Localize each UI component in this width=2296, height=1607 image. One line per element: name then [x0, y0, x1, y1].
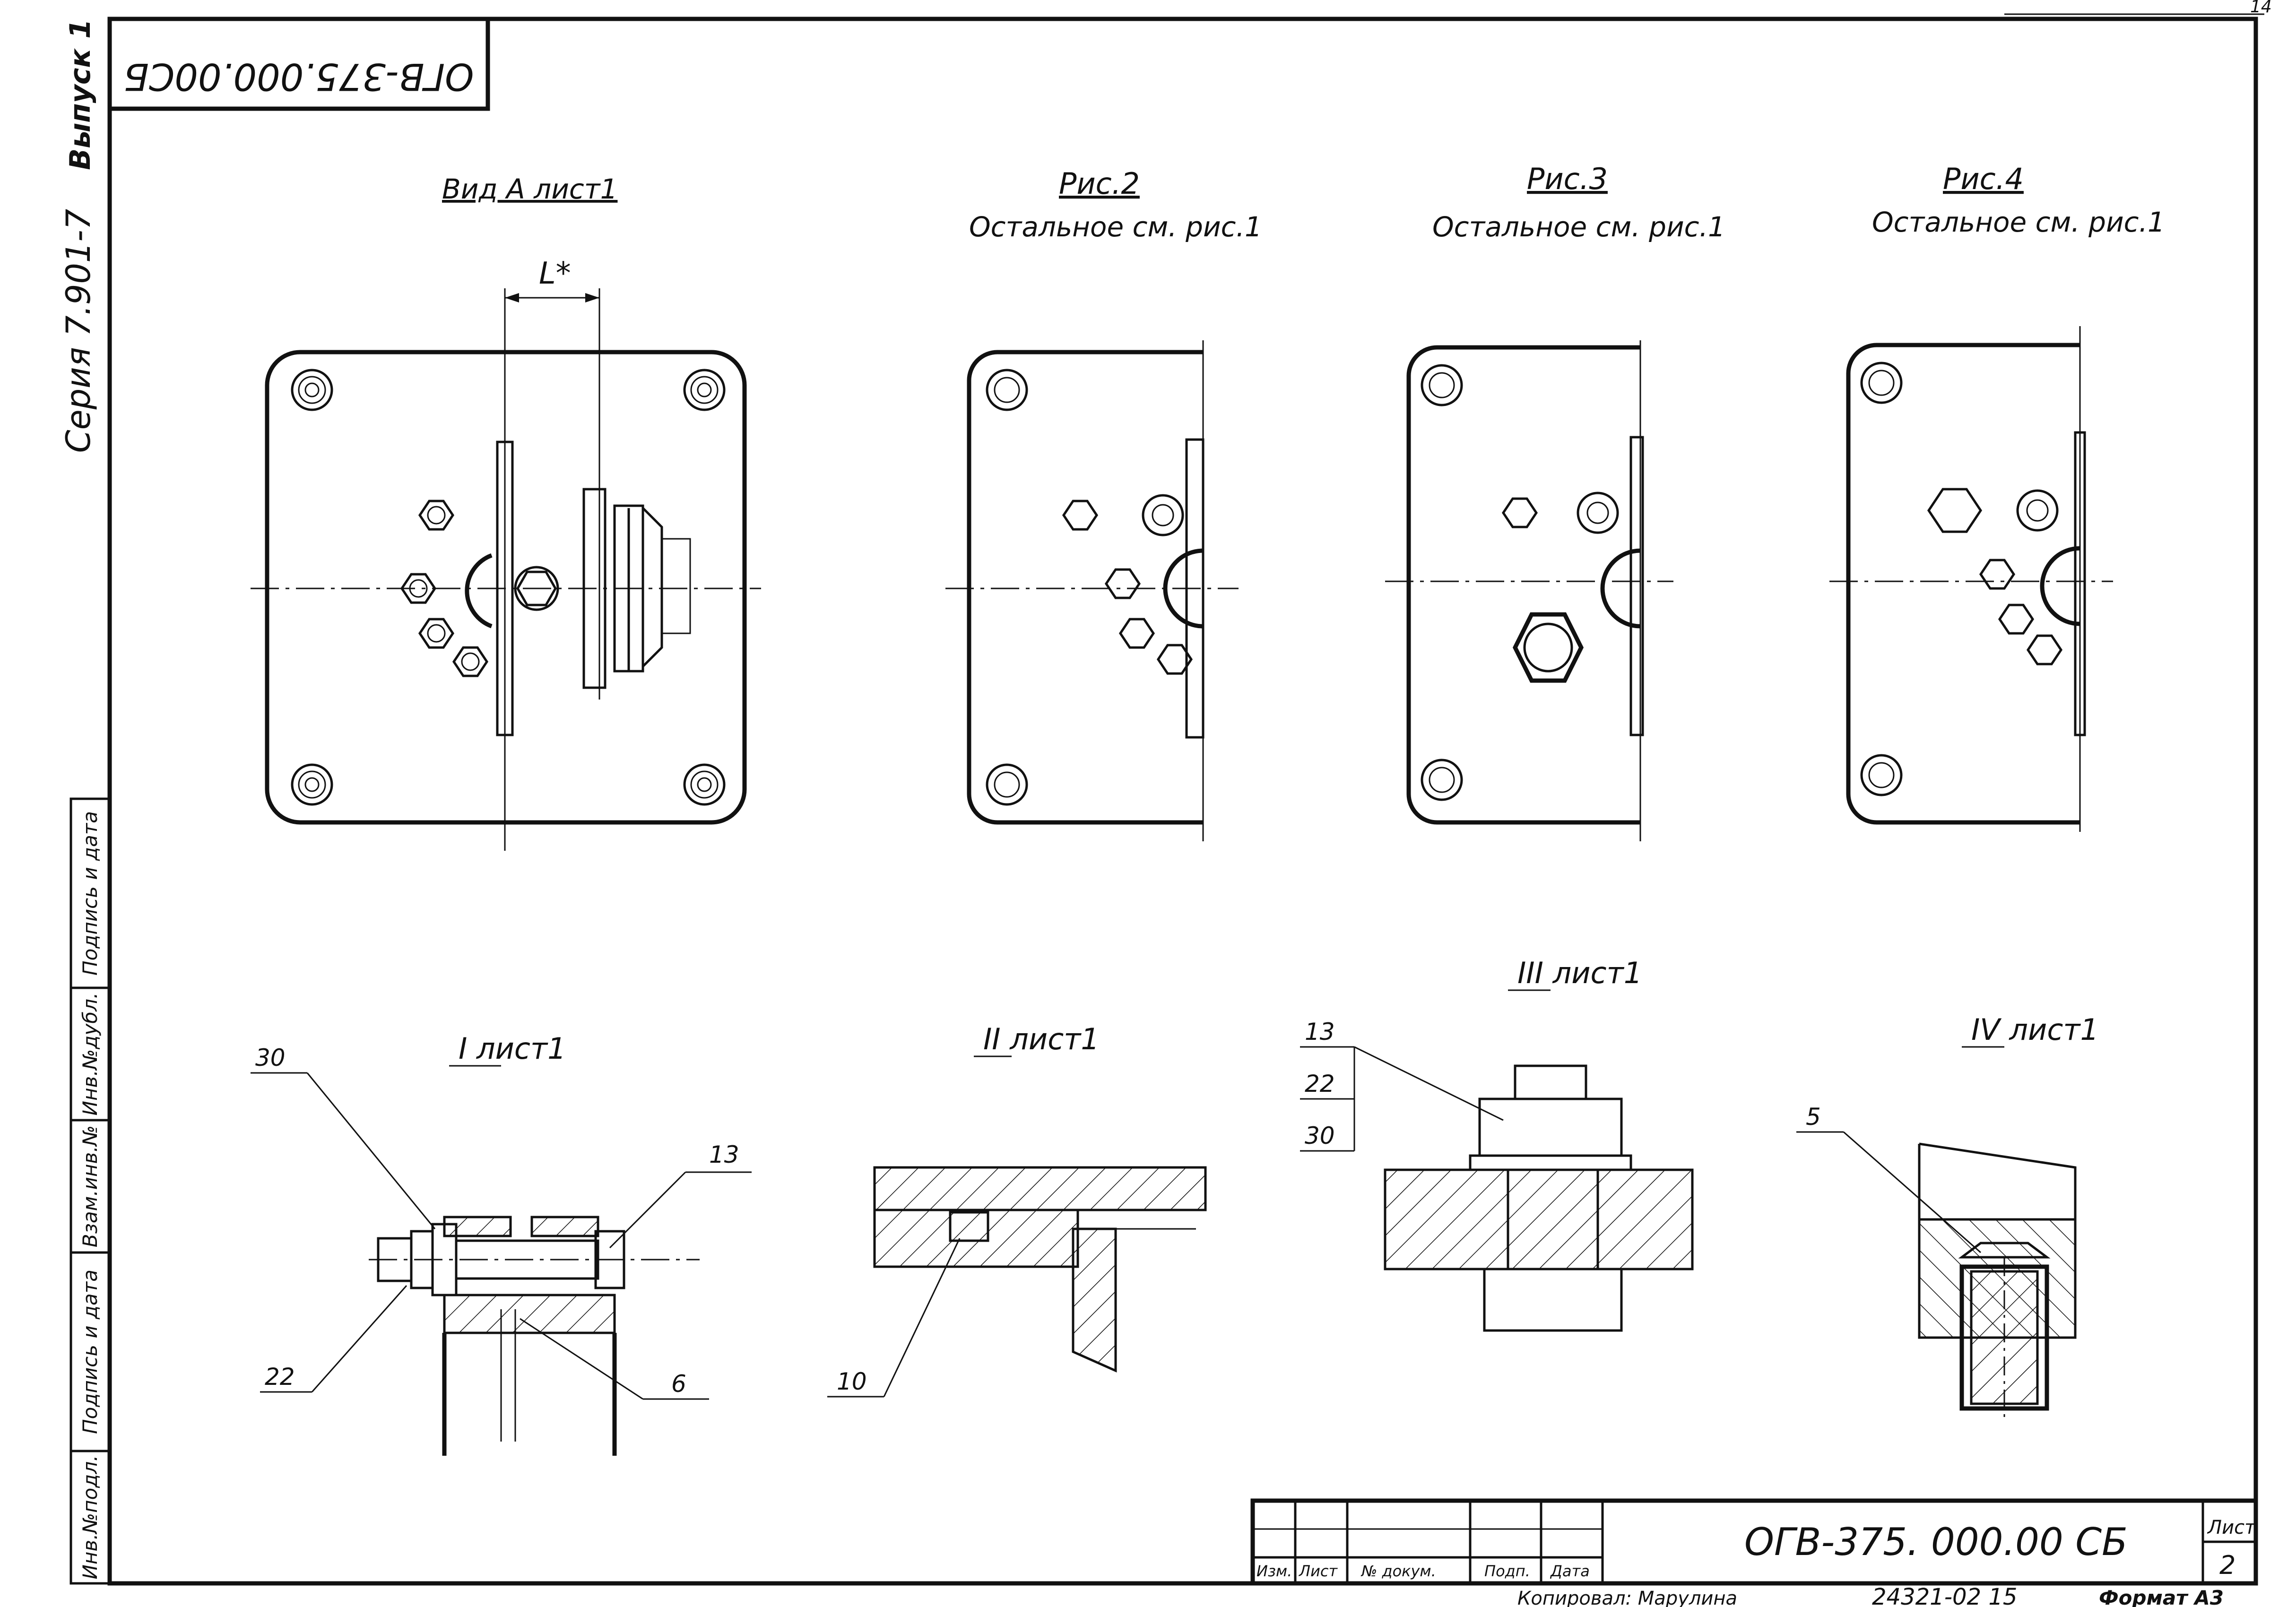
fig3-note: Остальное см. рис.1	[1432, 211, 1725, 243]
fig4-note: Остальное см. рис.1	[1872, 206, 2165, 238]
fig4-title: Рис.4	[1943, 162, 2024, 196]
tb-copied: Копировал: Марулина	[1517, 1588, 1737, 1607]
tb-designation: ОГВ-375. 000.00 СБ	[1744, 1520, 2128, 1564]
tb-sheet-label: Лист	[2207, 1517, 2256, 1538]
sheet-frame	[107, 17, 2258, 1586]
callout-13b: 13	[1305, 1018, 1335, 1045]
fig-4: Рис.4 Остальное см. рис.1	[1829, 162, 2165, 832]
fig-2: Рис.2 Остальное см. рис.1	[945, 166, 1262, 841]
fig2-title: Рис.2	[1059, 166, 1140, 201]
top-stamp-text: ОГВ-375.000.00СБ	[123, 55, 474, 97]
page-corner-number: 14	[2250, 0, 2272, 17]
view-a: Вид А лист1 L*	[251, 173, 761, 851]
detail4-title: IV лист1	[1971, 1012, 2099, 1047]
strip-label-2: Взам.инв.№	[78, 1125, 102, 1247]
corner-bolt	[291, 369, 726, 806]
detail2-title: II лист1	[983, 1022, 1100, 1056]
left-approval-strip: Инв.№подл. Подпись и дата Взам.инв.№ Инв…	[69, 797, 111, 1585]
tb-header-1: Лист	[1299, 1562, 1338, 1580]
fig-3: Рис.3 Остальное см. рис.1	[1385, 162, 1725, 841]
callout-10: 10	[837, 1368, 867, 1395]
fig2-note: Остальное см. рис.1	[969, 211, 1262, 243]
view-a-dim-label: L*	[539, 256, 571, 291]
hex-nut-ring	[400, 500, 489, 677]
tb-header-4: Дата	[1550, 1562, 1590, 1580]
fig3-title: Рис.3	[1527, 162, 1608, 196]
view-a-title: Вид А лист1	[442, 173, 617, 205]
tb-header-2: № докум.	[1360, 1562, 1436, 1580]
detail-2: II лист1 10	[827, 1022, 1207, 1398]
callout-22: 22	[265, 1363, 295, 1391]
detail3-title: III лист1	[1517, 956, 1642, 990]
tb-sheet-number: 2	[2219, 1550, 2235, 1580]
callout-13: 13	[709, 1141, 739, 1168]
callout-6: 6	[671, 1370, 686, 1398]
detail-3: III лист1 13 22 30	[1300, 956, 1694, 1332]
callout-22b: 22	[1305, 1070, 1335, 1097]
series-label: Серия 7.901-7	[59, 209, 98, 453]
tb-header-3: Подп.	[1484, 1562, 1530, 1580]
top-stamp: ОГВ-375.000.00СБ	[107, 17, 490, 111]
tb-format: Формат А3	[2099, 1586, 2224, 1607]
detail1-title: I лист1	[459, 1031, 566, 1066]
title-block: Изм. Лист № докум. Подп. Дата ОГВ-375. 0…	[1250, 1498, 2258, 1607]
strip-label-0: Инв.№подл.	[78, 1455, 102, 1579]
tb-archive: 24321-02 15	[1872, 1584, 2017, 1607]
strip-label-4: Подпись и дата	[78, 811, 102, 976]
callout-5: 5	[1806, 1103, 1821, 1131]
detail-1: I лист1 30 13 22 6	[251, 1031, 752, 1456]
issue-label: Выпуск 1	[64, 19, 97, 170]
strip-label-3: Инв.№дубл.	[78, 993, 102, 1116]
callout-30b: 30	[1305, 1122, 1335, 1149]
detail-4: IV лист1 5	[1796, 1012, 2099, 1418]
callout-30: 30	[255, 1044, 286, 1071]
tb-header-0: Изм.	[1256, 1562, 1292, 1580]
strip-label-1: Подпись и дата	[78, 1270, 102, 1434]
